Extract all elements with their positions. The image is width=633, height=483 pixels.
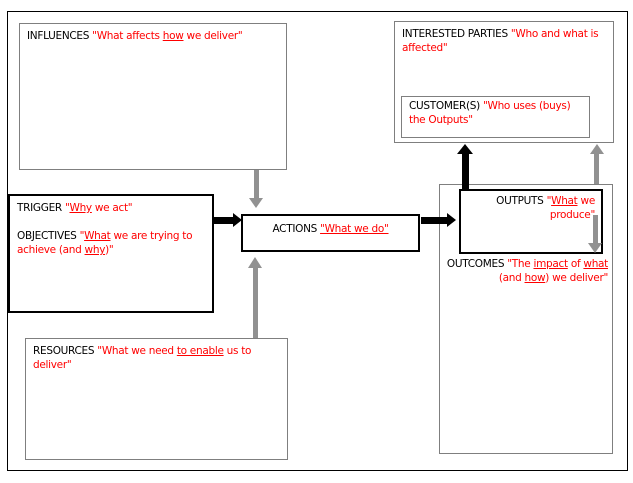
actions-box: ACTIONS "What we do" <box>241 214 420 252</box>
arrow-outputs-to-customers-shaft <box>462 154 469 189</box>
influences-box: INFLUENCES "What affects how we deliver" <box>19 23 287 170</box>
arrow-outcomes-to-interested-parties-head <box>590 144 604 154</box>
arrow-influences-to-actions-shaft <box>254 170 259 198</box>
page-border <box>7 11 628 471</box>
customers-box: CUSTOMER(S) "Who uses (buys)the Outputs" <box>401 96 590 138</box>
actions-text: ACTIONS "What we do" <box>272 223 389 235</box>
arrow-actions-to-outputs-head <box>447 213 456 227</box>
arrow-influences-to-actions-head <box>249 198 263 208</box>
arrow-outputs-to-customers-head <box>457 144 473 154</box>
trigger-objectives-box: TRIGGER "Why we act" OBJECTIVES "What we… <box>8 194 214 313</box>
outcomes-text: OUTCOMES "The impact of what(and how) we… <box>446 258 608 284</box>
arrow-resources-to-actions-shaft <box>253 268 258 338</box>
arrow-resources-to-actions-head <box>248 257 262 268</box>
arrow-outputs-to-outcomes-shaft <box>593 215 598 243</box>
arrow-outputs-to-outcomes-head <box>588 243 602 253</box>
arrow-outcomes-to-interested-parties-shaft <box>594 154 599 184</box>
influences-text: INFLUENCES "What affects how we deliver" <box>27 30 243 42</box>
customers-text: CUSTOMER(S) "Who uses (buys)the Outputs" <box>409 100 571 126</box>
arrow-actions-to-outputs-shaft <box>421 217 447 224</box>
arrow-trigger-to-actions-head <box>233 213 242 227</box>
trigger-text: TRIGGER "Why we act" <box>17 202 133 214</box>
arrow-trigger-to-actions-shaft <box>213 217 233 224</box>
